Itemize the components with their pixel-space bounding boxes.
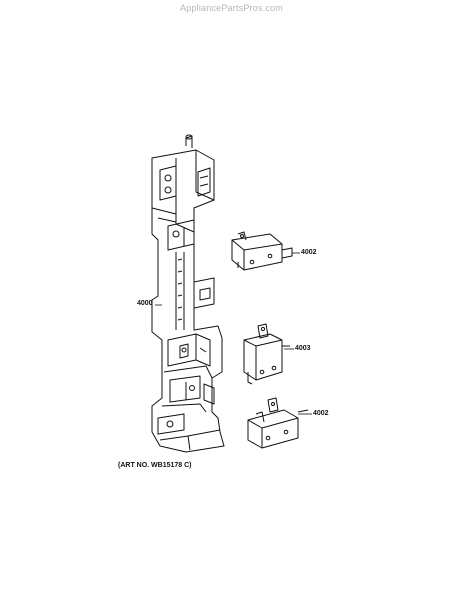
switch-top-drawing xyxy=(231,231,293,271)
part-number-4002-top: 4002 xyxy=(301,249,317,256)
watermark-text: AppliancePartsPros.com xyxy=(180,3,283,13)
part-number-4003: 4003 xyxy=(295,345,311,352)
switch-middle-drawing xyxy=(243,323,290,385)
part-number-4000: 4000 xyxy=(137,300,153,307)
part-number-4002-bottom: 4002 xyxy=(313,410,329,417)
switch-bottom-drawing xyxy=(247,397,309,449)
art-number-caption: (ART NO. WB15178 C) xyxy=(118,462,192,469)
latch-board-drawing xyxy=(151,134,225,453)
leader-lines xyxy=(155,252,312,415)
